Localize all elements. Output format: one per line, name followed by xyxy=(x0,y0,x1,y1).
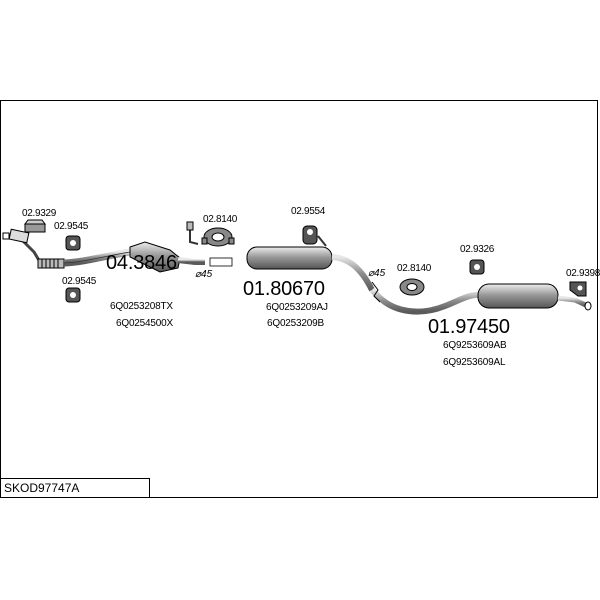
diagram-code-box: SKOD97747A xyxy=(0,478,150,498)
hanger-tail-label: 02.9398 xyxy=(566,268,600,279)
middle-silencer-drawing xyxy=(240,246,375,292)
diagram-code: SKOD97747A xyxy=(4,481,80,495)
hanger-middle-drawing xyxy=(302,225,327,247)
rear-silencer-drawing xyxy=(477,283,592,311)
front-pipe-part-number: 04.3846 xyxy=(106,252,177,274)
gasket-front-drawing xyxy=(201,227,235,247)
hanger-left-upper-drawing xyxy=(65,235,81,251)
rear-pipe-drawing xyxy=(369,281,481,315)
gasket-front-label: 02.8140 xyxy=(203,214,238,225)
front-pipe-oem-1: 6Q0253208TX xyxy=(110,301,173,312)
diameter-rear-label: ⌀45 xyxy=(368,268,386,279)
middle-silencer-oem-2: 6Q0253209B xyxy=(267,318,324,329)
hanger-rear-label: 02.9326 xyxy=(460,244,495,255)
bracket-left-label: 02.9329 xyxy=(22,208,57,219)
rear-silencer-oem-2: 6Q9253609AL xyxy=(443,357,506,368)
middle-silencer-oem-1: 6Q0253209AJ xyxy=(266,302,328,313)
hook-clamp-drawing xyxy=(186,221,199,245)
hanger-left-lower-drawing xyxy=(65,287,81,303)
middle-silencer-part-number: 01.80670 xyxy=(243,278,325,300)
start-marker xyxy=(2,232,10,240)
hanger-left-lower-label: 02.9545 xyxy=(62,276,97,287)
catalytic-converter-drawing xyxy=(129,241,240,273)
front-pipe-drawing xyxy=(8,228,131,269)
hanger-rear-drawing xyxy=(469,259,485,275)
rear-silencer-part-number: 01.97450 xyxy=(428,316,510,338)
diameter-front-label: ⌀45 xyxy=(195,269,213,280)
hanger-middle-label: 02.9554 xyxy=(291,206,326,217)
hanger-tail-drawing xyxy=(569,281,587,297)
rear-silencer-oem-1: 6Q9253609AB xyxy=(443,340,507,351)
gasket-rear-drawing xyxy=(399,278,425,296)
diagram-frame xyxy=(0,100,598,498)
front-pipe-oem-2: 6Q0254500X xyxy=(116,318,173,329)
hanger-left-upper-label: 02.9545 xyxy=(54,221,89,232)
gasket-rear-label: 02.8140 xyxy=(397,263,432,274)
bracket-left-drawing xyxy=(24,219,46,233)
